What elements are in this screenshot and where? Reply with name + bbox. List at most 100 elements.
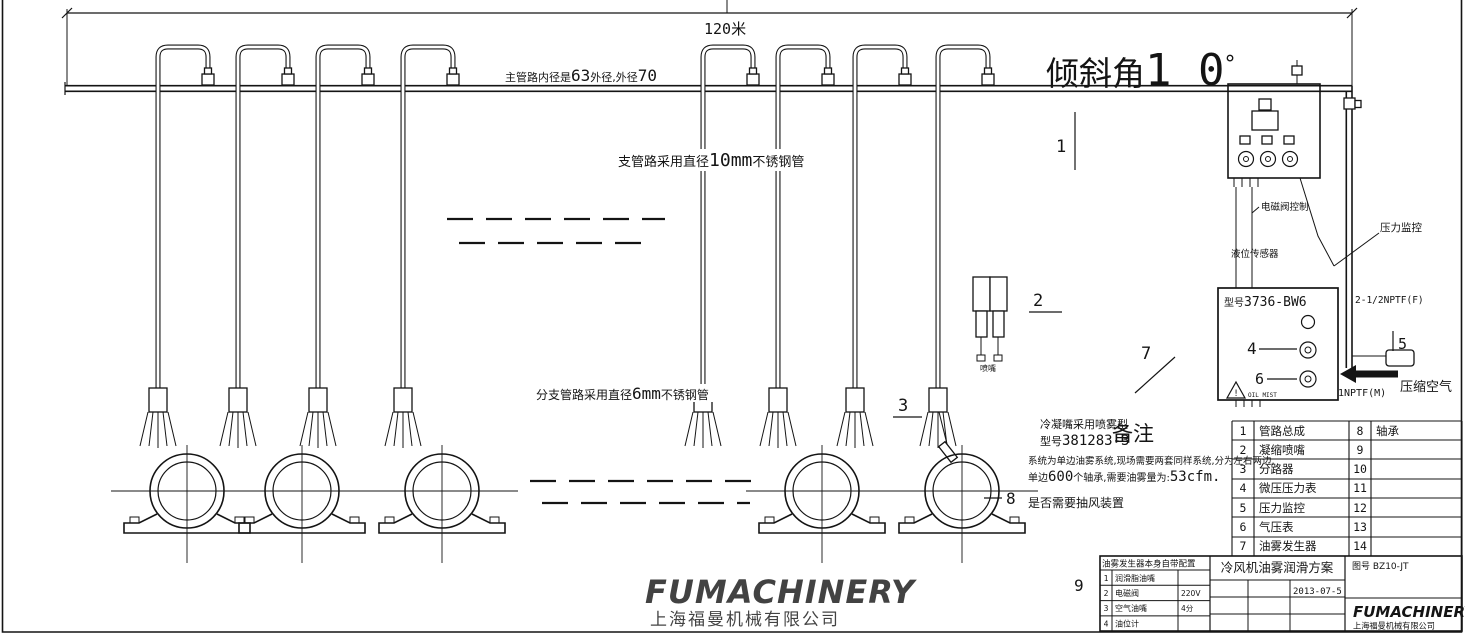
branch-pipe-label: 支管路采用直径10mm不锈钢管 xyxy=(618,150,804,171)
callout-6: 6 xyxy=(1255,370,1264,388)
callout-3: 3 xyxy=(898,396,908,416)
npt-f-label: 2-1/2NPTF(F) xyxy=(1355,295,1424,306)
part-no: 6 xyxy=(1240,520,1247,534)
callout-leaders xyxy=(893,112,1394,499)
part-no: 1 xyxy=(1240,424,1247,438)
part-no: 4 xyxy=(1240,481,1247,495)
config-table-header: 油雾发生器本身自带配置 xyxy=(1102,559,1196,570)
callout-8: 8 xyxy=(1006,489,1016,508)
nozzle-tag-label: 喷嘴 xyxy=(980,363,996,373)
bearing-4 xyxy=(745,444,899,564)
part-no: 8 xyxy=(1357,424,1364,438)
part-name: 压力监控 xyxy=(1259,501,1305,515)
config-no: 2 xyxy=(1104,589,1109,598)
part-name: 管路总成 xyxy=(1259,424,1305,438)
warning-icon: ! xyxy=(1234,389,1238,399)
part-no: 11 xyxy=(1353,481,1367,495)
nozzle-type-line1: 冷凝嘴采用喷雾型 xyxy=(1040,417,1128,431)
takeoff-drop-8 xyxy=(920,47,994,448)
callout-1: 1 xyxy=(1056,137,1066,157)
takeoff-drop-4 xyxy=(385,47,459,448)
item5-fitting xyxy=(1385,349,1415,367)
takeoff-drop-3 xyxy=(300,47,374,448)
title-block xyxy=(1099,555,1463,632)
part-name: 凝缩喷嘴 xyxy=(1259,443,1305,457)
dimension-line xyxy=(61,0,1358,86)
part-name: 轴承 xyxy=(1376,424,1399,438)
part-no: 9 xyxy=(1357,443,1364,457)
callout-7: 7 xyxy=(1141,344,1151,364)
control-box xyxy=(1227,60,1321,187)
level-sensor-label: 液位传感器 xyxy=(1231,248,1279,260)
bearing-1 xyxy=(110,444,264,564)
part-name: 微压压力表 xyxy=(1259,481,1317,495)
main-pipe xyxy=(64,82,1352,95)
npt-m-label: 1NPTF(M) xyxy=(1338,388,1386,399)
part-name: 油雾发生器 xyxy=(1259,539,1317,553)
remarks-title: 备注 xyxy=(1112,422,1154,446)
remarks-line2: 单边600个轴承,需要油雾量为:53cfm. xyxy=(1028,469,1220,485)
takeoff-drop-2 xyxy=(220,47,294,448)
callout-9: 9 xyxy=(1074,576,1084,595)
parts-table-grid xyxy=(1231,420,1463,557)
takeoff-drop-1 xyxy=(140,47,214,448)
bearing-2 xyxy=(225,444,379,564)
watermark-logo: FUMACHINERY xyxy=(645,573,917,611)
right-supply-pipe xyxy=(1343,85,1386,368)
condensing-nozzle xyxy=(937,411,959,464)
remarks-line1: 系统为单边油雾系统,现场需要两套同样系统,分为左右两边, xyxy=(1028,455,1275,467)
part-no: 2 xyxy=(1240,443,1247,457)
config-table-text: 1 润滑脂油嘴 2 电磁阀 220V 3 空气油嘴 4分 4 油位计 xyxy=(1104,573,1202,629)
sub-branch-pipe-label: 分支管路采用直径6mm不锈钢管 xyxy=(536,384,709,403)
break-dashes xyxy=(447,217,762,505)
part-no: 10 xyxy=(1353,462,1367,476)
main-pipe-label: 主管路内径是63外径,外径70 xyxy=(505,66,657,85)
callout-4: 4 xyxy=(1247,339,1257,358)
nozzle-type-line2: 型号381283-3 xyxy=(1040,433,1129,449)
part-no: 5 xyxy=(1240,501,1247,515)
pressure-monitor-label: 压力监控 xyxy=(1380,221,1422,234)
takeoff-drop-6 xyxy=(760,47,834,448)
control-wiring xyxy=(1235,177,1380,288)
oil-mist-warning-label: OIL MIST xyxy=(1248,392,1277,399)
solenoid-control-label: 电磁阀控制 xyxy=(1261,201,1309,213)
part-name: 气压表 xyxy=(1259,520,1294,534)
bearing-3 xyxy=(365,444,519,564)
part-no: 14 xyxy=(1353,539,1367,553)
takeoff-drop-7 xyxy=(837,47,911,448)
drawing-date: 2013-07-5 xyxy=(1293,587,1342,597)
callout-5: 5 xyxy=(1398,335,1407,353)
callout-2: 2 xyxy=(1033,291,1043,311)
config-name: 油位计 xyxy=(1115,619,1139,629)
generator-model-label: 型号3736-BW6 xyxy=(1224,295,1307,310)
watermark: FUMACHINERY 上海福曼机械有限公司 xyxy=(645,573,917,630)
oil-mist-generator-box xyxy=(1217,287,1339,407)
drawing-title: 冷风机油雾润滑方案 xyxy=(1221,560,1334,575)
part-no: 12 xyxy=(1353,501,1367,515)
logo-box: FUMACHINERY 上海福曼机械有限公司 xyxy=(1353,603,1465,631)
fumachinery-logo: FUMACHINERY xyxy=(1353,603,1465,621)
config-name: 电磁阀 xyxy=(1115,588,1139,598)
dimension-label: 120米 xyxy=(704,20,746,38)
nozzle-assembly xyxy=(972,276,1008,362)
parts-table-text: 1 管路总成 8 轴承 2 凝缩喷嘴 9 3 分路器 10 4 微压压力表 11… xyxy=(1240,424,1400,553)
air-inlet-arrow xyxy=(1340,365,1398,383)
config-spec: 220V xyxy=(1181,589,1201,598)
config-name: 空气油嘴 xyxy=(1115,603,1147,613)
part-name: 分路器 xyxy=(1259,462,1294,476)
part-no: 13 xyxy=(1353,520,1367,534)
remarks-line3: 是否需要抽风装置 xyxy=(1028,496,1124,510)
config-name: 润滑脂油嘴 xyxy=(1115,573,1155,583)
config-no: 3 xyxy=(1104,604,1109,613)
compressed-air-label: 压缩空气 xyxy=(1400,379,1452,395)
incline-angle-label: 倾斜角1 0° xyxy=(1046,45,1235,96)
watermark-company: 上海福曼机械有限公司 xyxy=(650,610,840,630)
drawing-number: 图号 BZ10-JT xyxy=(1352,561,1409,572)
part-no: 3 xyxy=(1240,462,1247,476)
config-spec: 4分 xyxy=(1181,604,1194,613)
config-no: 1 xyxy=(1104,574,1109,583)
config-no: 4 xyxy=(1104,620,1109,629)
